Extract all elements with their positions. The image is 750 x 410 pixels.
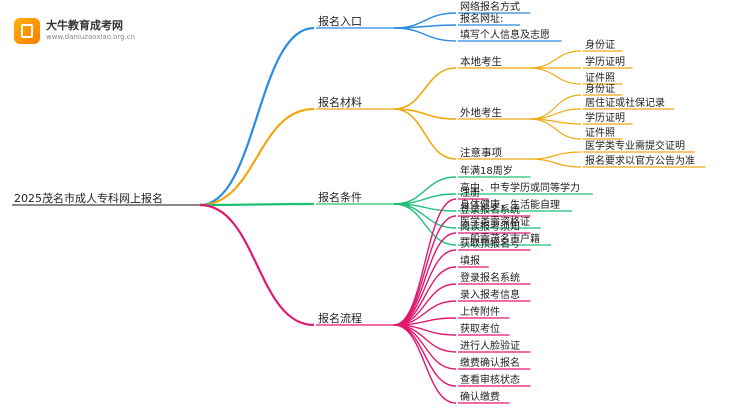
branch-2: 报名条件 (318, 190, 362, 204)
link-root-branch-1 (199, 107, 315, 207)
leaf-1-0-1: 学历证明 (585, 55, 625, 68)
link-branch-1-sub-0 (393, 67, 457, 110)
leaf-2-1: 高中、中专学历或同等学力 (460, 181, 580, 194)
link-root-branch-3 (199, 203, 315, 327)
leaf-1-1-1: 居住证或社保记录 (585, 96, 665, 109)
branch-1: 报名材料 (318, 95, 362, 109)
leaf-3-6: 录入报考信息 (460, 288, 520, 301)
mind-map-links (12, 12, 706, 404)
link-sub-1-0-leaf-0 (529, 50, 582, 69)
link-branch-1-sub-2 (393, 108, 457, 160)
leaf-3-11: 查看审核状态 (460, 373, 520, 386)
link-branch-3-leaf-4 (393, 266, 457, 326)
link-sub-1-1-leaf-1 (529, 108, 582, 120)
leaf-3-3: 获取预报名号 (460, 237, 520, 250)
leaf-0-1: 报名网址: (460, 12, 503, 25)
site-logo: 大牛教育成考网 www.daniuzaoxiao.org.cn (14, 14, 154, 48)
leaf-0-2: 填写个人信息及志愿 (460, 28, 550, 41)
leaf-1-2-1: 报名要求以官方公告为准 (585, 154, 695, 167)
leaf-2-3: 医学类需资格证 (460, 215, 530, 228)
leaf-3-10: 缴费确认报名 (460, 356, 520, 369)
leaf-3-8: 获取考位 (460, 322, 500, 335)
link-root-branch-0 (199, 26, 315, 207)
leaf-1-2-0: 医学类专业需提交证明 (585, 139, 685, 152)
leaf-3-0: 注册 (460, 186, 480, 199)
leaf-1-0-2: 证件照 (585, 72, 615, 84)
link-sub-1-1-leaf-3 (529, 118, 582, 140)
leaf-1-0-0: 身份证 (585, 38, 615, 51)
branch-0: 报名入口 (318, 14, 362, 28)
leaf-3-12: 确认缴费 (460, 390, 500, 403)
branch-3: 报名流程 (318, 311, 362, 325)
leaf-2-2: 身体健康，生活能自理 (460, 198, 560, 211)
leaf-1-1-0: 身份证 (585, 82, 615, 95)
leaf-2-0: 年满18周岁 (460, 164, 513, 177)
link-root-branch-2 (199, 202, 315, 207)
link-branch-2-leaf-0 (393, 176, 457, 205)
link-branch-3-leaf-2 (393, 232, 457, 326)
leaf-3-5: 登录报名系统 (460, 271, 520, 284)
link-sub-1-2-leaf-0 (529, 151, 582, 160)
link-branch-3-leaf-1 (393, 215, 457, 326)
leaf-3-7: 上传附件 (460, 305, 500, 318)
root-topic: 2025茂名市成人专科网上报名 (14, 191, 163, 205)
branch-1-sub-2: 注意事项 (460, 146, 502, 159)
link-sub-1-1-leaf-0 (529, 94, 582, 120)
logo-url: www.daniuzaoxiao.org.cn (46, 33, 136, 41)
link-sub-1-2-leaf-1 (529, 158, 582, 168)
leaf-2-4: 一般需茂名市户籍 (460, 232, 540, 245)
link-branch-1-sub-1 (393, 108, 457, 120)
leaf-3-9: 进行人脸验证 (460, 339, 520, 352)
leaf-1-1-3: 证件照 (585, 127, 615, 139)
branch-1-sub-1: 外地考生 (460, 106, 502, 119)
link-sub-1-0-leaf-2 (529, 67, 582, 85)
logo-title: 大牛教育成考网 (46, 19, 123, 32)
branch-1-sub-0: 本地考生 (460, 55, 502, 68)
leaf-3-1: 登录报名系统 (460, 203, 520, 216)
link-branch-0-leaf-1 (393, 24, 457, 29)
leaf-1-1-2: 学历证明 (585, 111, 625, 124)
link-branch-3-leaf-12 (393, 324, 457, 404)
link-branch-0-leaf-2 (393, 27, 457, 42)
link-branch-3-leaf-0 (393, 198, 457, 326)
leaf-3-4: 填报 (460, 254, 480, 267)
link-branch-2-leaf-4 (393, 203, 457, 246)
link-branch-3-leaf-3 (393, 249, 457, 326)
leaf-0-0: 网络报名方式 (460, 0, 520, 13)
leaf-3-2: 阅读报考须知 (460, 220, 520, 233)
logo-book-icon (14, 18, 40, 44)
